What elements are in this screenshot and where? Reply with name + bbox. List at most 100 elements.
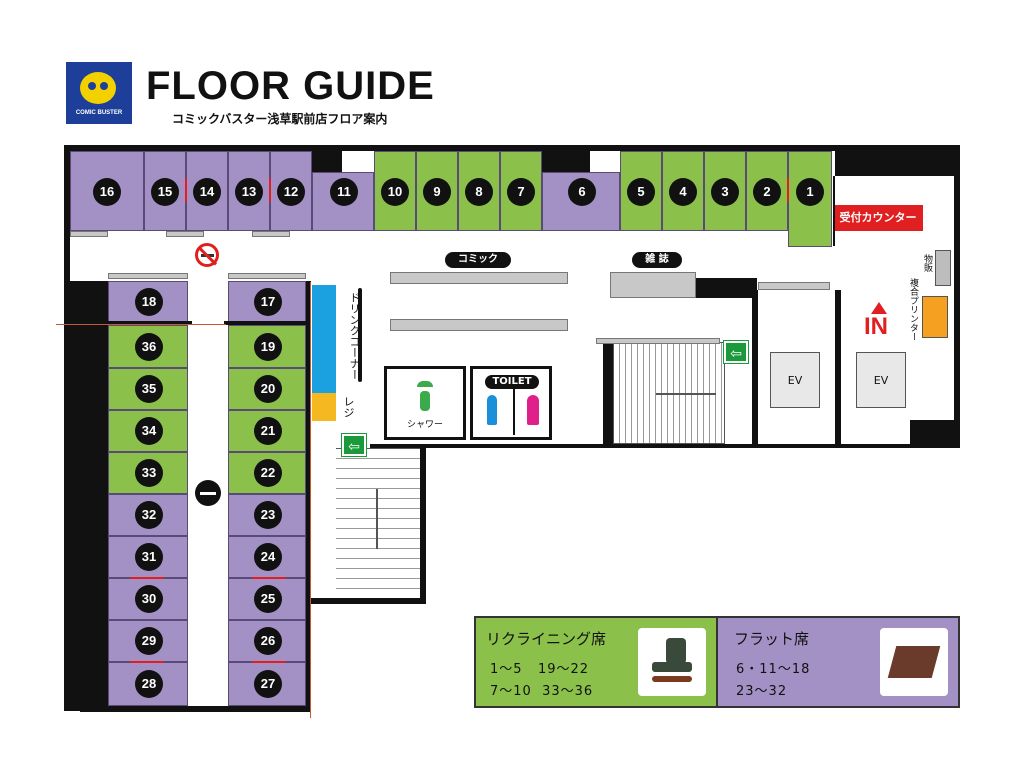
door-mark [269, 178, 271, 202]
seat-12[interactable]: 12 [270, 151, 312, 231]
seat-number: 5 [627, 178, 655, 206]
shower-room: シャワー [384, 366, 466, 440]
seat-32[interactable]: 32 [108, 494, 188, 536]
magazine-shelf [758, 282, 830, 290]
door-mark [787, 178, 789, 202]
page-subtitle: コミックバスター浅草駅前店フロア案内 [172, 112, 388, 126]
seat-number: 30 [135, 585, 163, 613]
wall-top [64, 145, 960, 151]
register-area [312, 393, 336, 421]
toilet-label: TOILET [485, 375, 539, 389]
seat-11[interactable]: 11 [312, 172, 374, 231]
seat-25[interactable]: 25 [228, 578, 306, 620]
seat-29[interactable]: 29 [108, 620, 188, 662]
shelf [166, 231, 204, 237]
seat-number: 33 [135, 459, 163, 487]
seat-number: 17 [254, 288, 282, 316]
seat-10[interactable]: 10 [374, 151, 416, 231]
wall-block-top [540, 150, 590, 172]
door-mark [130, 577, 164, 579]
printer-label: 複合プリンター [908, 278, 918, 341]
comic-shelf [390, 272, 568, 284]
legend-recliner: リクライニング席 1〜5 19〜22 7〜10 33〜36 [474, 616, 718, 708]
seat-22[interactable]: 22 [228, 452, 306, 494]
seat-number: 29 [135, 627, 163, 655]
door-mark [185, 178, 187, 202]
drink-corner [312, 285, 336, 393]
seat-23[interactable]: 23 [228, 494, 306, 536]
seat-3[interactable]: 3 [704, 151, 746, 231]
seat-35[interactable]: 35 [108, 368, 188, 410]
wall-block-top2 [312, 150, 342, 172]
cigarette-tip-icon [214, 492, 216, 495]
seat-18[interactable]: 18 [108, 281, 188, 323]
drink-corner-label: ドリンクコーナー [348, 292, 361, 380]
register-label: レジ [342, 396, 355, 418]
seat-21[interactable]: 21 [228, 410, 306, 452]
seat-9[interactable]: 9 [416, 151, 458, 231]
seat-number: 3 [711, 178, 739, 206]
seat-17[interactable]: 17 [228, 281, 306, 323]
seat-number: 35 [135, 375, 163, 403]
flat-mat-image [880, 628, 948, 696]
seat-15[interactable]: 15 [144, 151, 186, 231]
wall-ev-mid [835, 290, 841, 445]
seat-30[interactable]: 30 [108, 578, 188, 620]
magazine-shelf [610, 272, 696, 298]
seat-31[interactable]: 31 [108, 536, 188, 578]
seat-8[interactable]: 8 [458, 151, 500, 231]
seat-5[interactable]: 5 [620, 151, 662, 231]
wall-stair-bottom [305, 598, 426, 604]
seat-number: 22 [254, 459, 282, 487]
mascot-eye-icon [88, 82, 96, 90]
seat-26[interactable]: 26 [228, 620, 306, 662]
seat-28[interactable]: 28 [108, 662, 188, 706]
seat-number: 8 [465, 178, 493, 206]
wall-divider [224, 321, 306, 325]
recliner-seats-line1: 1〜5 19〜22 [490, 662, 590, 677]
seat-27[interactable]: 27 [228, 662, 306, 706]
seat-number: 23 [254, 501, 282, 529]
seat-33[interactable]: 33 [108, 452, 188, 494]
wall-block-reception [835, 150, 955, 176]
no-smoking-icon [195, 243, 219, 267]
seat-20[interactable]: 20 [228, 368, 306, 410]
seat-16[interactable]: 16 [70, 151, 144, 231]
seat-number: 1 [796, 178, 824, 206]
stairs-rail [376, 489, 378, 549]
seat-number: 34 [135, 417, 163, 445]
seat-4[interactable]: 4 [662, 151, 704, 231]
door-mark [252, 577, 286, 579]
shelf [596, 338, 720, 344]
seat-2[interactable]: 2 [746, 151, 788, 231]
emergency-exit-icon: ⇦ [342, 434, 366, 456]
seat-19[interactable]: 19 [228, 325, 306, 368]
shelf [70, 231, 108, 237]
chair-back-icon [666, 638, 686, 664]
shower-head-icon [417, 381, 433, 387]
male-icon [487, 395, 497, 425]
seat-number: 7 [507, 178, 535, 206]
seat-24[interactable]: 24 [228, 536, 306, 578]
seat-number: 26 [254, 627, 282, 655]
seat-number: 18 [135, 288, 163, 316]
seat-number: 12 [277, 178, 305, 206]
toilet-room: TOILET [470, 366, 552, 440]
seat-number: 14 [193, 178, 221, 206]
seat-number: 32 [135, 501, 163, 529]
seat-number: 13 [235, 178, 263, 206]
female-icon [527, 395, 539, 425]
wall-ev-left [752, 290, 758, 445]
seat-number: 2 [753, 178, 781, 206]
seat-7[interactable]: 7 [500, 151, 542, 231]
seat-6[interactable]: 6 [542, 172, 620, 231]
seat-14[interactable]: 14 [186, 151, 228, 231]
seat-36[interactable]: 36 [108, 325, 188, 368]
seat-34[interactable]: 34 [108, 410, 188, 452]
seat-13[interactable]: 13 [228, 151, 270, 231]
seat-number: 11 [330, 178, 358, 206]
seat-number: 10 [381, 178, 409, 206]
wall-stair2-left [603, 338, 613, 448]
seat-1[interactable]: 1 [788, 151, 832, 247]
cigarette-icon [200, 492, 214, 495]
